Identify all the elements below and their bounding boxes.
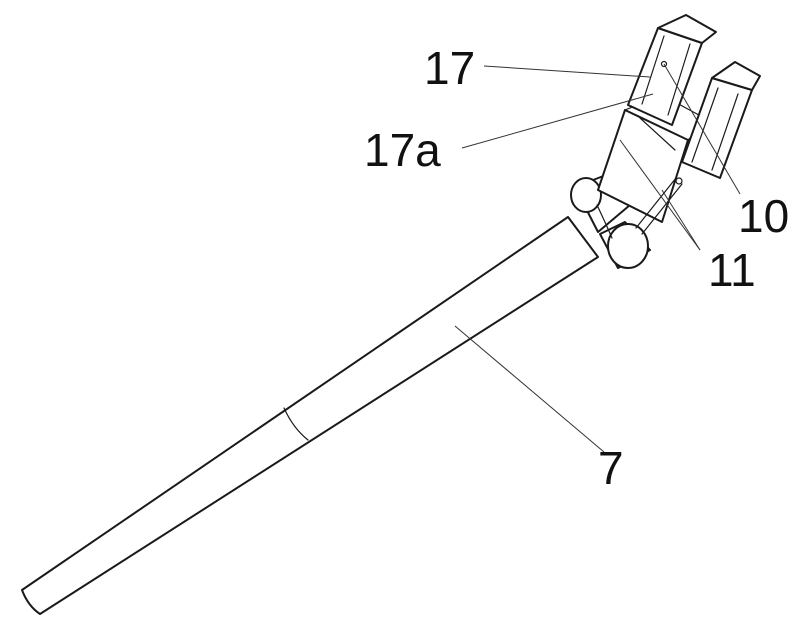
leader-7 — [454, 325, 605, 453]
label-17a: 17a — [364, 124, 441, 176]
leader-11b — [661, 189, 701, 251]
jaw-17 — [627, 14, 717, 126]
label-11: 11 — [708, 244, 756, 296]
leader-17 — [483, 65, 651, 78]
leader-lines — [454, 63, 741, 453]
leader-11a — [619, 139, 701, 251]
jaw-10 — [681, 61, 761, 179]
rod-7 — [21, 216, 599, 615]
label-10: 10 — [738, 190, 789, 242]
leader-10 — [663, 63, 741, 195]
label-7: 7 — [598, 442, 624, 494]
leader-17a — [461, 93, 654, 149]
link-rod-11 — [635, 177, 683, 235]
label-17: 17 — [424, 42, 475, 94]
